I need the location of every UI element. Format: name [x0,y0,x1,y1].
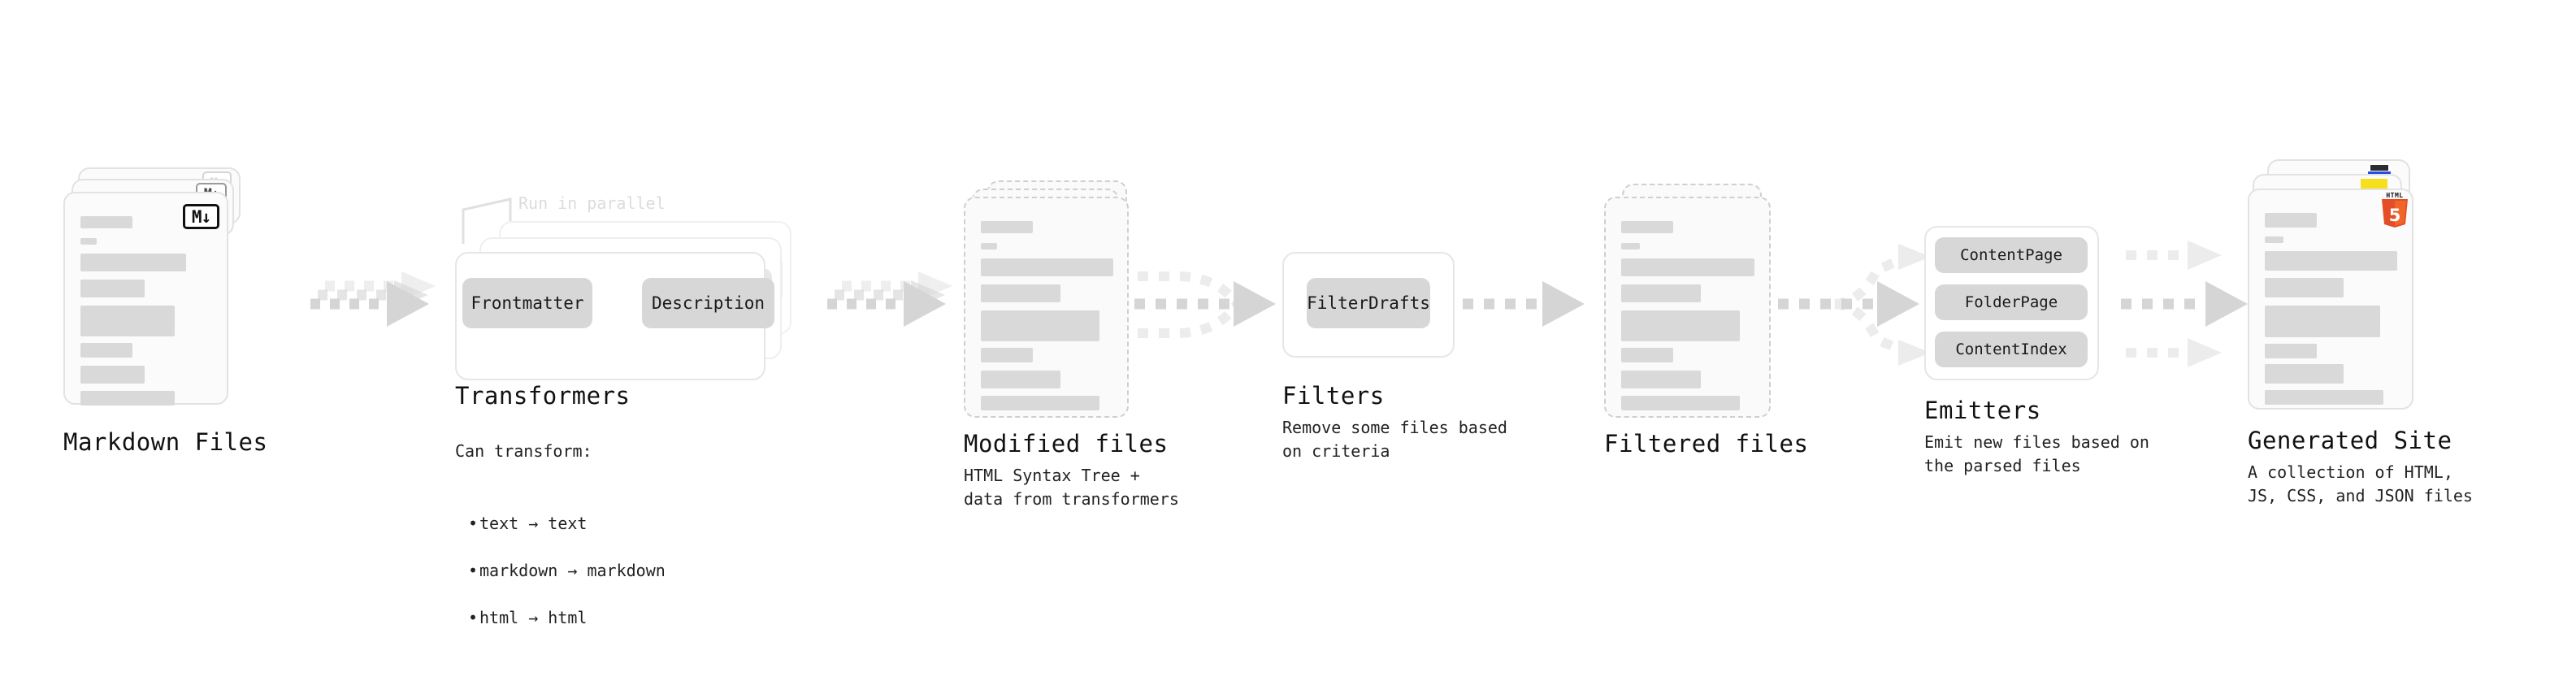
placeholder-line [1621,371,1701,388]
placeholder-line [981,243,997,249]
arrow-emitters-to-site [2121,241,2248,367]
placeholder-line [2265,364,2344,384]
arrow-markdown-to-transformers [310,271,436,327]
stage-caption-transformers: Can transform: text → text markdown → ma… [455,416,723,677]
placeholder-line [981,258,1113,276]
placeholder-line [981,284,1060,302]
placeholder-line [2265,390,2383,405]
stage-title-markdown-files: Markdown Files [63,428,268,456]
modified-card-front [964,197,1129,418]
arrow-filters-to-filtered [1463,281,1585,327]
emitter-chip-folderpage[interactable]: FolderPage [1935,284,2088,320]
emitter-chip-contentindex[interactable]: ContentIndex [1935,332,2088,367]
placeholder-line [1621,310,1740,341]
css3-badge-icon [2368,164,2391,175]
placeholder-line [2265,251,2397,271]
placeholder-line [1621,221,1673,233]
placeholder-line [80,306,175,336]
markdown-card-front [63,192,228,406]
caption-head: Can transform: [455,441,592,461]
stage-title-emitters: Emitters [1924,397,2041,424]
markdown-badge-icon: M↓ [183,204,219,229]
placeholder-line [1621,243,1640,249]
transformer-chip-frontmatter[interactable]: Frontmatter [462,278,592,328]
placeholder-line [80,216,132,228]
stage-title-transformers: Transformers [455,382,631,410]
transform-list: text → text markdown → markdown html → h… [455,488,723,653]
placeholder-line [981,396,1099,410]
stage-caption-generated-site: A collection of HTML, JS, CSS, and JSON … [2248,462,2473,505]
run-in-parallel-bracket [462,197,512,244]
placeholder-line [2265,278,2344,297]
placeholder-line [981,371,1060,388]
placeholder-line [1621,258,1754,276]
transform-list-item: html → html [468,606,723,630]
placeholder-line [80,254,186,271]
arrow-filtered-to-emitters [1778,244,1931,366]
placeholder-line [981,310,1099,341]
stage-caption-filters: Remove some files based on criteria [1282,418,1507,461]
placeholder-line [2265,213,2317,228]
transform-list-item: markdown → markdown [468,559,723,583]
arrow-transformers-to-modified [827,271,952,327]
svg-text:5: 5 [2389,206,2401,225]
placeholder-line [1621,284,1701,302]
placeholder-line [981,221,1033,233]
stage-title-generated-site: Generated Site [2248,427,2452,454]
transform-list-item: text → text [468,512,723,536]
transformer-chip-description[interactable]: Description [642,278,774,328]
placeholder-line [2265,306,2380,337]
run-in-parallel-label: Run in parallel [518,193,666,213]
placeholder-line [80,343,132,358]
stage-title-filtered-files: Filtered files [1604,430,1809,458]
emitter-chip-contentpage[interactable]: ContentPage [1935,237,2088,273]
stage-caption-modified-files: HTML Syntax Tree + data from transformer… [964,466,1179,509]
stage-title-filters: Filters [1282,382,1385,410]
site-card-html-front [2248,189,2413,410]
placeholder-line [981,348,1033,362]
placeholder-line [2265,344,2317,358]
filtered-card-front [1604,197,1771,418]
html5-badge-icon: HTML 5 [2381,192,2409,228]
placeholder-line [1621,348,1673,362]
arrow-modified-to-filters [1134,271,1276,338]
placeholder-line [80,366,145,384]
placeholder-line [80,391,175,406]
placeholder-line [80,238,97,245]
stage-title-modified-files: Modified files [964,430,1169,458]
stage-caption-emitters: Emit new files based on the parsed files [1924,432,2149,475]
placeholder-line [2265,236,2283,243]
placeholder-line [80,280,145,297]
filter-chip-filterdrafts[interactable]: FilterDrafts [1307,278,1430,328]
placeholder-line [1621,396,1740,410]
